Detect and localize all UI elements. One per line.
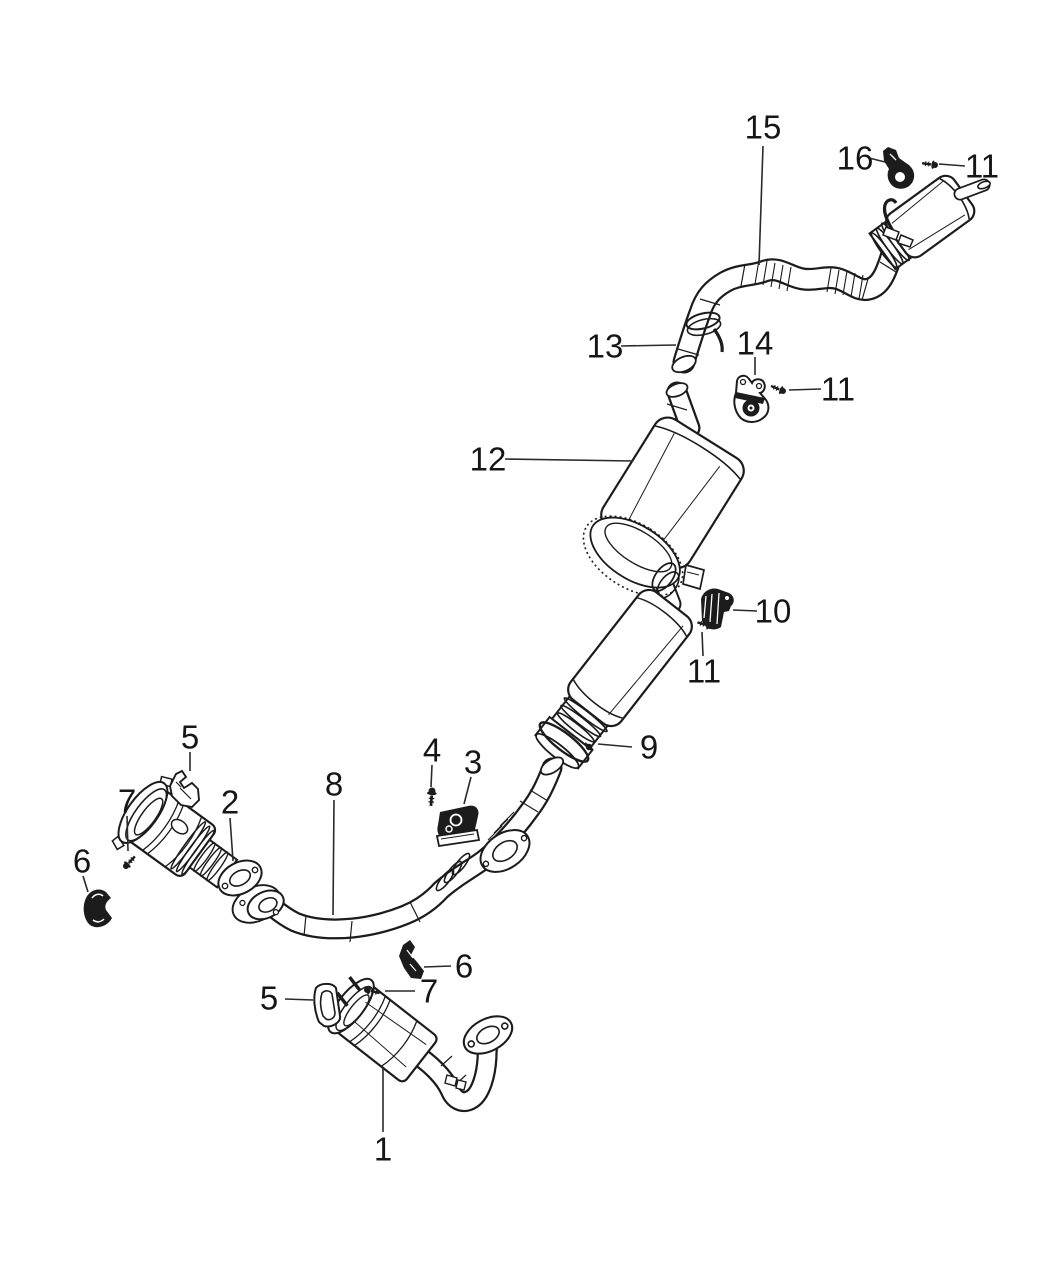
callout-13: 13: [587, 328, 624, 365]
callout-11-lower: 11: [687, 653, 721, 690]
callout-11-mid: 11: [821, 371, 855, 408]
callout-7-upper: 7: [118, 783, 136, 820]
leader-11-lower: [701, 631, 704, 657]
callout-10: 10: [755, 593, 792, 630]
leader-3: [463, 776, 472, 805]
leader-5-gasket: [284, 998, 314, 1001]
part-14-bracket: [733, 374, 770, 423]
part-9-clamp: [538, 721, 594, 763]
part-8-crossover-pipe: [231, 756, 565, 943]
callout-8: 8: [325, 766, 343, 803]
callout-9: 9: [640, 729, 658, 766]
callout-6-clamp: 6: [73, 843, 91, 880]
leader-13: [620, 344, 677, 347]
callout-15: 15: [745, 109, 782, 146]
leader-9: [597, 743, 633, 748]
part-10-hanger: [701, 588, 734, 630]
callout-7-lower: 7: [420, 973, 438, 1010]
screw-4: [424, 785, 439, 808]
leader-11-top: [938, 163, 966, 167]
callout-5-gasket: 5: [260, 980, 278, 1017]
leader-16: [868, 157, 886, 163]
leader-15: [758, 145, 764, 266]
part-5-gasket: [313, 982, 342, 1028]
callout-11-top: 11: [965, 148, 999, 185]
part-3-support-mount: [435, 805, 481, 848]
leader-2: [229, 817, 234, 862]
callout-5-shield: 5: [181, 719, 199, 756]
part-16-hanger-bracket: [883, 147, 915, 189]
resonator: [534, 588, 693, 770]
bolt-11-mid: [768, 380, 789, 398]
callout-3: 3: [464, 744, 482, 781]
leader-10: [732, 609, 758, 612]
callouts: 15 16 11 13 14 11 12 10 11 9 5 7 2 6 8 4: [73, 109, 999, 1168]
part-15-tailpipe: [671, 174, 991, 375]
callout-16: 16: [837, 140, 874, 177]
part-6-clamp: [83, 889, 112, 928]
callout-4: 4: [423, 732, 441, 769]
callout-12: 12: [470, 441, 507, 478]
leader-12: [504, 458, 634, 462]
callout-2: 2: [221, 784, 239, 821]
part-1-converter-downpipe: [327, 975, 514, 1101]
callout-1: 1: [374, 1131, 392, 1168]
part-12-muffler: [582, 380, 745, 612]
leader-6-clamp: [82, 875, 89, 893]
leader-7-upper: [126, 815, 129, 852]
part-6-shield-bracket: [399, 940, 424, 979]
leader-6-shield: [423, 965, 452, 968]
bolt-7-upper: [119, 852, 140, 873]
part-5-heat-shield: [169, 769, 200, 809]
callout-6-shield: 6: [455, 948, 473, 985]
leader-4: [430, 764, 433, 788]
bolt-11-top: [920, 157, 940, 171]
leader-11-mid: [788, 388, 822, 391]
leader-8: [332, 799, 335, 916]
callout-14: 14: [737, 325, 774, 362]
part-2-catalytic-converter: [111, 775, 263, 897]
